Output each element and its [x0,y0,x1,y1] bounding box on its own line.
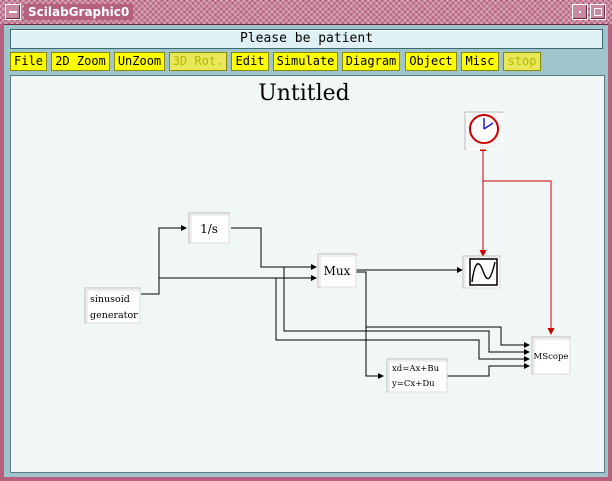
link-sinus-to-integrator[interactable] [141,225,187,295]
menu-stop: stop [503,52,541,71]
sinusoid-label-line1: sinusoid [90,294,130,305]
clock-icon [469,114,499,144]
event-links [479,147,555,335]
event-link-clock-to-mscope[interactable] [483,180,555,335]
link-integrator-to-mscope[interactable] [283,267,530,355]
maximize-icon [594,8,602,16]
menu-edit[interactable]: Edit [231,52,269,71]
window-frame-bottom[interactable] [0,477,612,481]
maximize-button[interactable] [590,4,606,20]
window-menu-button[interactable] [5,4,21,20]
link-sinus-to-mscope[interactable] [275,278,530,362]
menu-object[interactable]: Object [405,52,457,71]
link-integrator-to-mux[interactable] [231,227,317,270]
window-frame-left[interactable] [0,24,4,481]
menu-diagram[interactable]: Diagram [342,52,400,71]
sinusoid-generator-block[interactable]: sinusoid generator [84,287,141,324]
integrator-label: 1/s [200,222,218,236]
menu-3d-rot: 3D Rot. [169,52,227,71]
integrator-block[interactable]: 1/s [188,212,230,244]
menu-unzoom[interactable]: UnZoom [114,52,165,71]
status-message: Please be patient [10,29,603,49]
minimize-icon [579,11,581,13]
state-space-label-line1: xd=Ax+Bu [392,364,440,374]
link-mux-to-mscope[interactable] [365,272,530,348]
mscope-label: MScope [534,352,569,362]
clock-block[interactable] [464,111,503,150]
data-links [141,225,530,379]
scope-icon [469,258,498,286]
menu-file[interactable]: File [10,52,47,71]
window-frame-right[interactable] [608,24,612,481]
diagram-canvas[interactable]: Untitled [10,75,605,473]
menu-simulate[interactable]: Simulate [273,52,338,71]
link-mux-to-statespace[interactable] [356,271,384,379]
mux-block[interactable]: Mux [317,253,357,288]
window-title: ScilabGraphic0 [24,4,134,20]
mux-label: Mux [324,264,351,278]
scope-block[interactable] [462,255,501,289]
state-space-block[interactable]: xd=Ax+Bu y=Cx+Du [386,358,448,393]
state-space-label-line2: y=Cx+Du [391,379,435,389]
link-statespace-to-mscope[interactable] [447,363,530,377]
diagram-svg[interactable]: Untitled [11,76,604,472]
title-bar[interactable]: ScilabGraphic0 [0,0,612,25]
mscope-block[interactable]: MScope [531,336,571,375]
sinusoid-label-line2: generator [90,310,138,321]
menu-2d-zoom[interactable]: 2D Zoom [51,52,110,71]
diagram-title: Untitled [258,81,350,106]
menu-misc[interactable]: Misc [461,52,499,71]
minimize-button[interactable] [572,4,588,20]
window-menu-icon [9,11,17,13]
